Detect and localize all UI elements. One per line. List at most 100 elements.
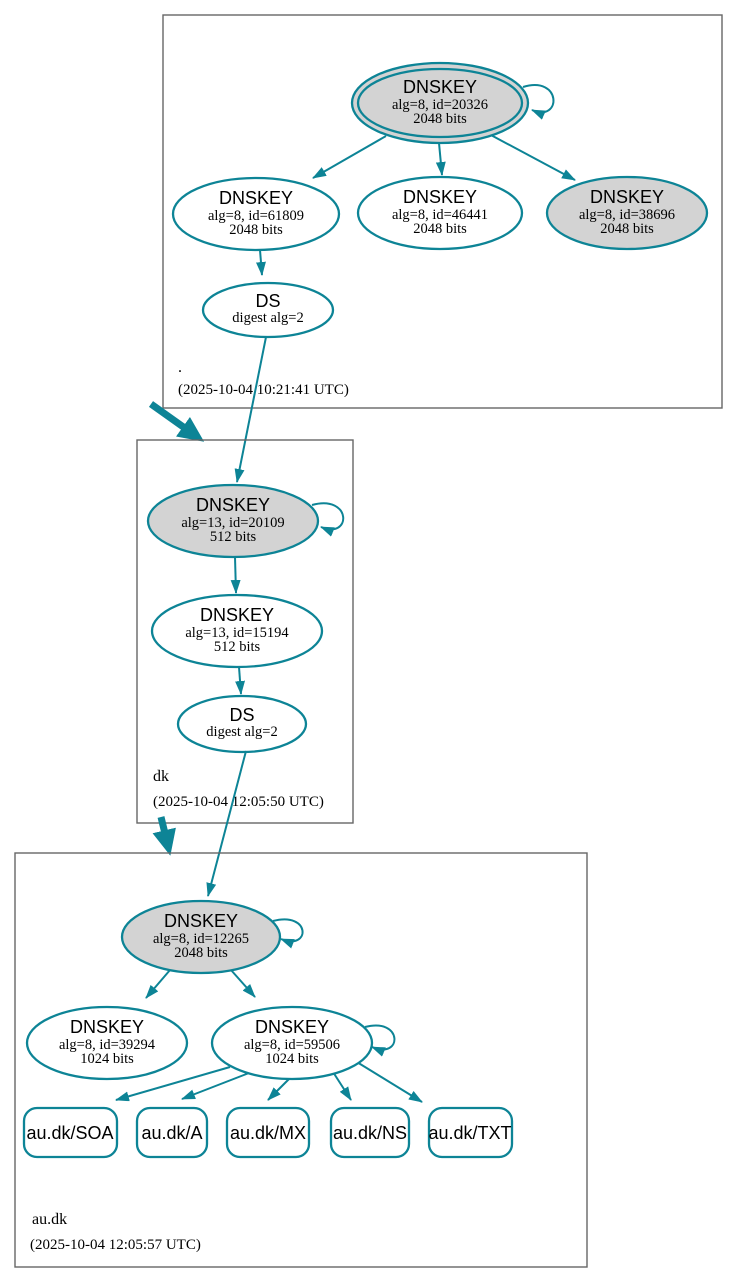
rrset-box xyxy=(427,1106,514,1159)
dnskey-ellipse xyxy=(356,175,524,251)
edge-dk-zsk-to-ds xyxy=(235,666,246,695)
rrset-node-mx[interactable]: au.dk/MX xyxy=(225,1106,311,1159)
node-detail: alg=8, id=59506 xyxy=(244,1037,340,1053)
dnskey-node-audk-ksk[interactable]: DNSKEY alg=8, id=12265 2048 bits xyxy=(120,899,282,975)
ds-ellipse xyxy=(176,694,308,754)
dnskey-node-root-ksk[interactable]: DNSKEY alg=8, id=20326 2048 bits xyxy=(350,61,530,145)
node-detail: alg=8, id=38696 xyxy=(579,207,675,223)
self-loop-audk-ksk xyxy=(272,918,304,949)
dnskey-ellipse-outer xyxy=(350,61,530,145)
self-loop-audk-zsk2 xyxy=(364,1024,396,1057)
dnskey-ellipse xyxy=(210,1005,374,1081)
edge-root-ksk-to-zsk3 xyxy=(488,133,576,181)
node-detail: 512 bits xyxy=(214,639,261,655)
edge-audk-zsk2-to-rrset-soa xyxy=(115,1066,231,1102)
node-detail: 1024 bits xyxy=(265,1051,319,1067)
rrset-label: au.dk/NS xyxy=(333,1123,407,1143)
node-detail: alg=13, id=15194 xyxy=(185,625,289,641)
dnskey-ellipse xyxy=(120,899,282,975)
self-loop-dk-ksk xyxy=(311,502,345,537)
rrset-label: au.dk/A xyxy=(141,1123,202,1143)
edge-audk-ksk-to-zsk2 xyxy=(230,969,256,998)
rrset-box xyxy=(329,1106,411,1159)
edge-root-zsk1-to-ds xyxy=(255,249,266,276)
dnskey-ellipse xyxy=(25,1005,189,1081)
rrset-box xyxy=(135,1106,209,1159)
edge-audk-zsk2-to-rrset-a xyxy=(181,1072,250,1100)
zone-box-audk xyxy=(14,852,588,1268)
dnskey-ellipse-inner xyxy=(356,67,524,139)
node-detail: digest alg=2 xyxy=(206,724,277,740)
rrset-box xyxy=(225,1106,311,1159)
edge-root-ksk-to-zsk2 xyxy=(435,142,446,176)
dnskey-ellipse xyxy=(171,176,341,252)
dnskey-ellipse xyxy=(146,483,320,559)
delegation-arrow-dk-to-audk xyxy=(152,816,176,856)
rrset-node-ns[interactable]: au.dk/NS xyxy=(329,1106,411,1159)
edge-dk-ksk-to-zsk xyxy=(230,556,241,594)
node-detail: alg=8, id=39294 xyxy=(59,1037,156,1053)
node-title: DNSKEY xyxy=(403,77,477,97)
dnskey-node-dk-zsk[interactable]: DNSKEY alg=13, id=15194 512 bits xyxy=(150,593,324,669)
node-detail: 2048 bits xyxy=(413,111,467,127)
node-detail: 2048 bits xyxy=(413,221,467,237)
edge-audk-ksk-to-zsk1 xyxy=(145,969,171,999)
dnskey-node-root-zsk3[interactable]: DNSKEY alg=8, id=38696 2048 bits xyxy=(545,175,709,251)
dnskey-node-dk-ksk[interactable]: DNSKEY alg=13, id=20109 512 bits xyxy=(146,483,320,559)
edge-root-ksk-to-zsk1 xyxy=(312,135,387,179)
zone-timestamp-audk: (2025-10-04 12:05:57 UTC) xyxy=(30,1237,201,1253)
zone-timestamp-dk: (2025-10-04 12:05:50 UTC) xyxy=(153,794,324,810)
node-detail: 512 bits xyxy=(210,529,257,545)
node-title: DNSKEY xyxy=(70,1017,144,1037)
rrset-node-txt[interactable]: au.dk/TXT xyxy=(427,1106,514,1159)
dnskey-node-audk-zsk2[interactable]: DNSKEY alg=8, id=59506 1024 bits xyxy=(210,1005,374,1081)
node-detail: alg=8, id=12265 xyxy=(153,931,249,947)
ds-ellipse xyxy=(201,281,335,339)
node-title: DS xyxy=(229,705,254,725)
node-detail: alg=8, id=20326 xyxy=(392,97,488,113)
node-detail: alg=13, id=20109 xyxy=(181,515,284,531)
dnskey-ellipse xyxy=(545,175,709,251)
node-detail: 2048 bits xyxy=(600,221,654,237)
node-title: DNSKEY xyxy=(200,605,274,625)
rrset-label: au.dk/SOA xyxy=(26,1123,113,1143)
zone-box-root xyxy=(162,14,723,409)
rrset-label: au.dk/TXT xyxy=(428,1123,511,1143)
edge-audk-zsk2-to-rrset-mx xyxy=(267,1077,291,1101)
zone-root: . (2025-10-04 10:21:41 UTC) DNSKEY alg=8… xyxy=(162,14,723,409)
rrset-box xyxy=(22,1106,119,1159)
node-detail: 2048 bits xyxy=(174,945,228,961)
rrset-node-a[interactable]: au.dk/A xyxy=(135,1106,209,1159)
dnskey-node-root-zsk1[interactable]: DNSKEY alg=8, id=61809 2048 bits xyxy=(171,176,341,252)
edge-audk-zsk2-to-rrset-txt xyxy=(351,1058,423,1103)
node-title: DNSKEY xyxy=(219,188,293,208)
node-title: DNSKEY xyxy=(590,187,664,207)
zone-audk: au.dk (2025-10-04 12:05:57 UTC) DNSKEY a… xyxy=(14,852,588,1268)
rrset-label: au.dk/MX xyxy=(230,1123,306,1143)
self-loop-root-ksk xyxy=(522,84,555,120)
delegation-arrow-root-to-dk xyxy=(148,401,205,442)
rrset-node-soa[interactable]: au.dk/SOA xyxy=(22,1106,119,1159)
node-title: DNSKEY xyxy=(164,911,238,931)
dnskey-node-audk-zsk1[interactable]: DNSKEY alg=8, id=39294 1024 bits xyxy=(25,1005,189,1081)
zone-box-dk xyxy=(136,439,354,824)
edge-dk-ds-to-audk-ksk xyxy=(206,750,247,897)
zone-label-root: . xyxy=(178,359,182,376)
dnskey-ellipse xyxy=(150,593,324,669)
node-detail: alg=8, id=46441 xyxy=(392,207,488,223)
node-detail: alg=8, id=61809 xyxy=(208,208,304,224)
zone-label-dk: dk xyxy=(153,768,169,785)
zone-timestamp-root: (2025-10-04 10:21:41 UTC) xyxy=(178,382,349,398)
node-title: DNSKEY xyxy=(196,495,270,515)
node-detail: digest alg=2 xyxy=(232,310,303,326)
zone-dk: dk (2025-10-04 12:05:50 UTC) DNSKEY alg=… xyxy=(136,439,354,824)
node-detail: 2048 bits xyxy=(229,222,283,238)
edge-root-ds-to-dk-ksk xyxy=(234,336,267,483)
dnskey-node-root-zsk2[interactable]: DNSKEY alg=8, id=46441 2048 bits xyxy=(356,175,524,251)
node-title: DNSKEY xyxy=(255,1017,329,1037)
ds-node-dk[interactable]: DS digest alg=2 xyxy=(176,694,308,754)
node-title: DS xyxy=(255,291,280,311)
node-title: DNSKEY xyxy=(403,187,477,207)
ds-node-root[interactable]: DS digest alg=2 xyxy=(201,281,335,339)
